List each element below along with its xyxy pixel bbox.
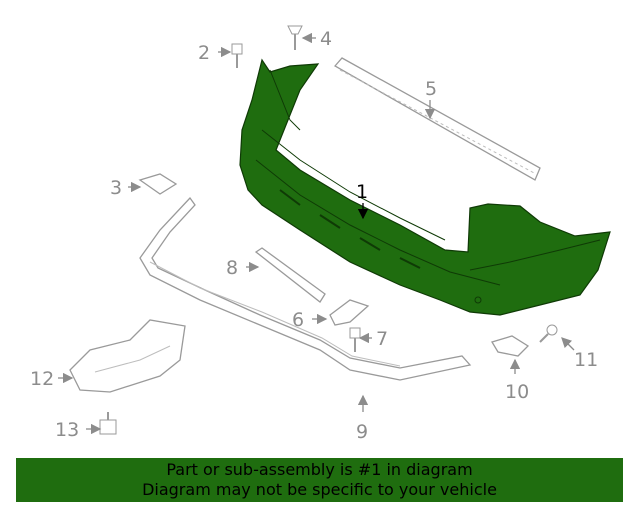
lower-valance-part-9[interactable] — [139, 196, 472, 381]
callout-9[interactable]: 9 — [356, 421, 368, 443]
reflector-part-8[interactable] — [254, 247, 326, 303]
banner-line-part-info: Part or sub-assembly is #1 in diagram — [166, 460, 473, 479]
callout-6[interactable]: 6 — [292, 309, 304, 331]
disclaimer-banner: Part or sub-assembly is #1 in diagram Di… — [16, 458, 623, 502]
screw-part-11[interactable] — [539, 324, 558, 343]
bumper-cover-part-1[interactable] — [239, 58, 611, 316]
callout-3[interactable]: 3 — [110, 177, 122, 199]
callout-1[interactable]: 1 — [356, 181, 368, 203]
step-pad-part-5[interactable] — [333, 57, 541, 181]
undershield-part-12[interactable] — [69, 319, 186, 393]
bolt-part-7[interactable] — [349, 327, 361, 352]
callout-13[interactable]: 13 — [55, 419, 79, 441]
callout-5[interactable]: 5 — [425, 78, 437, 100]
callout-2[interactable]: 2 — [198, 42, 210, 64]
bracket-part-6[interactable] — [329, 299, 370, 326]
callout-arrows — [58, 32, 575, 435]
callout-7[interactable]: 7 — [376, 328, 388, 350]
nut-part-13[interactable] — [99, 412, 117, 435]
clip-part-4[interactable] — [287, 25, 303, 50]
bracket-part-3[interactable] — [138, 173, 178, 195]
callout-12[interactable]: 12 — [30, 368, 54, 390]
banner-line-disclaimer: Diagram may not be specific to your vehi… — [142, 480, 497, 499]
callout-8[interactable]: 8 — [226, 257, 238, 279]
callout-10[interactable]: 10 — [505, 381, 529, 403]
sensor-bracket-part-10[interactable] — [491, 335, 530, 357]
bolt-part-2[interactable] — [231, 43, 243, 68]
callout-4[interactable]: 4 — [320, 28, 332, 50]
callout-11[interactable]: 11 — [574, 349, 598, 371]
